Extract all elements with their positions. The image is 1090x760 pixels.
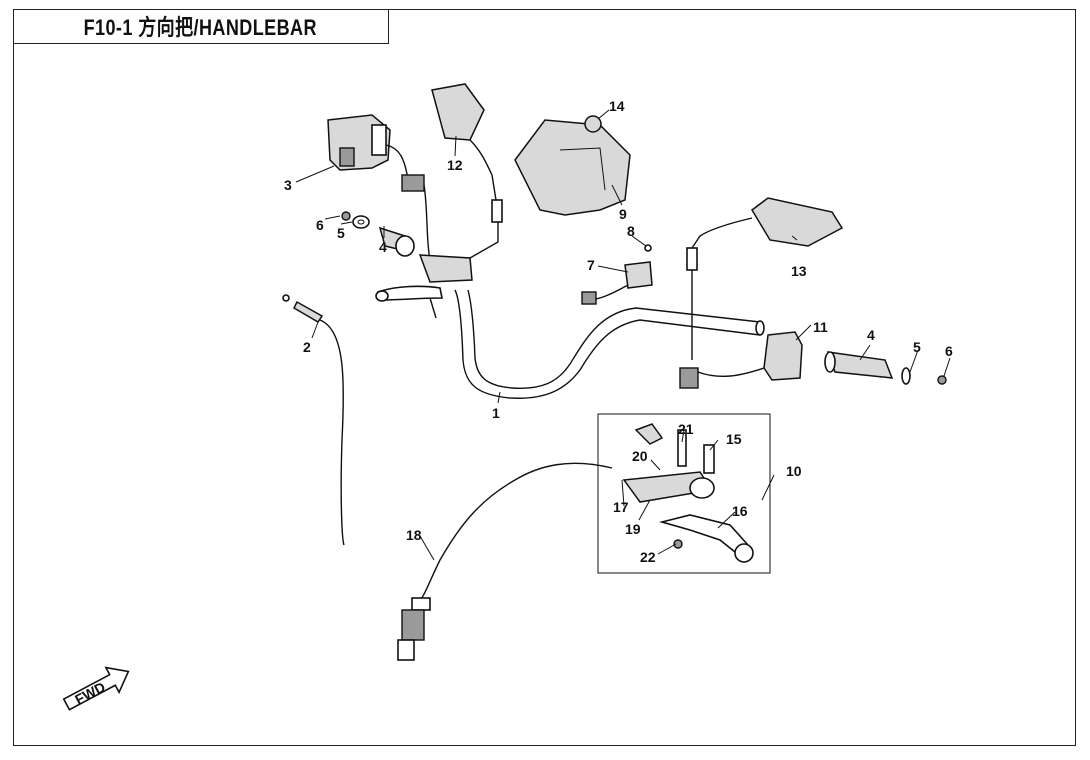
- handlebar-clamp: [581, 244, 653, 305]
- callout-2: 2: [303, 339, 311, 355]
- leader-lines: [295, 109, 951, 561]
- fwd-arrow-icon: FWD: [62, 666, 130, 711]
- callout-5-left: 5: [337, 225, 345, 241]
- title-box: F10-1 方向把/HANDLEBAR: [13, 9, 389, 44]
- right-switch-housing: [679, 331, 803, 389]
- callout-10: 10: [786, 463, 802, 479]
- callout-3: 3: [284, 177, 292, 193]
- brake-cable: [397, 462, 613, 661]
- callout-4-left: 4: [379, 239, 387, 255]
- left-switch-assembly: [327, 114, 431, 261]
- callout-15: 15: [726, 431, 742, 447]
- callout-13: 13: [791, 263, 807, 279]
- callout-5-right: 5: [913, 339, 921, 355]
- left-lever-perch: [375, 222, 499, 319]
- callout-21: 21: [678, 421, 694, 437]
- callout-16: 16: [732, 503, 748, 519]
- callout-6-right: 6: [945, 343, 953, 359]
- callout-18: 18: [406, 527, 422, 543]
- callout-12: 12: [447, 157, 463, 173]
- brake-assembly-box: [597, 413, 771, 574]
- callout-19: 19: [625, 521, 641, 537]
- callout-9: 9: [619, 206, 627, 222]
- callout-20: 20: [632, 448, 648, 464]
- page-title: F10-1 方向把/HANDLEBAR: [83, 15, 318, 40]
- right-grip: [824, 351, 947, 385]
- throttle-cable: [282, 294, 345, 546]
- cap: [584, 115, 602, 133]
- handguard: [514, 119, 631, 216]
- left-mirror: [431, 83, 503, 223]
- handlebar-tube: [454, 289, 765, 399]
- callout-labels: 1 2 3 4 4 5 5 6 6 7 8 9 10 11 12 13 14 1…: [284, 98, 953, 565]
- right-mirror: [686, 197, 844, 360]
- callout-22: 22: [640, 549, 656, 565]
- fwd-label: FWD: [72, 678, 108, 707]
- callout-8: 8: [627, 223, 635, 239]
- callout-6-left: 6: [316, 217, 324, 233]
- diagram-frame: [13, 9, 1076, 746]
- callout-1: 1: [492, 405, 500, 421]
- callout-4-right: 4: [867, 327, 875, 343]
- callout-14: 14: [609, 98, 625, 114]
- callout-11: 11: [813, 319, 828, 335]
- callout-7: 7: [587, 257, 595, 273]
- callout-17: 17: [613, 499, 629, 515]
- left-grip-group: [341, 211, 415, 257]
